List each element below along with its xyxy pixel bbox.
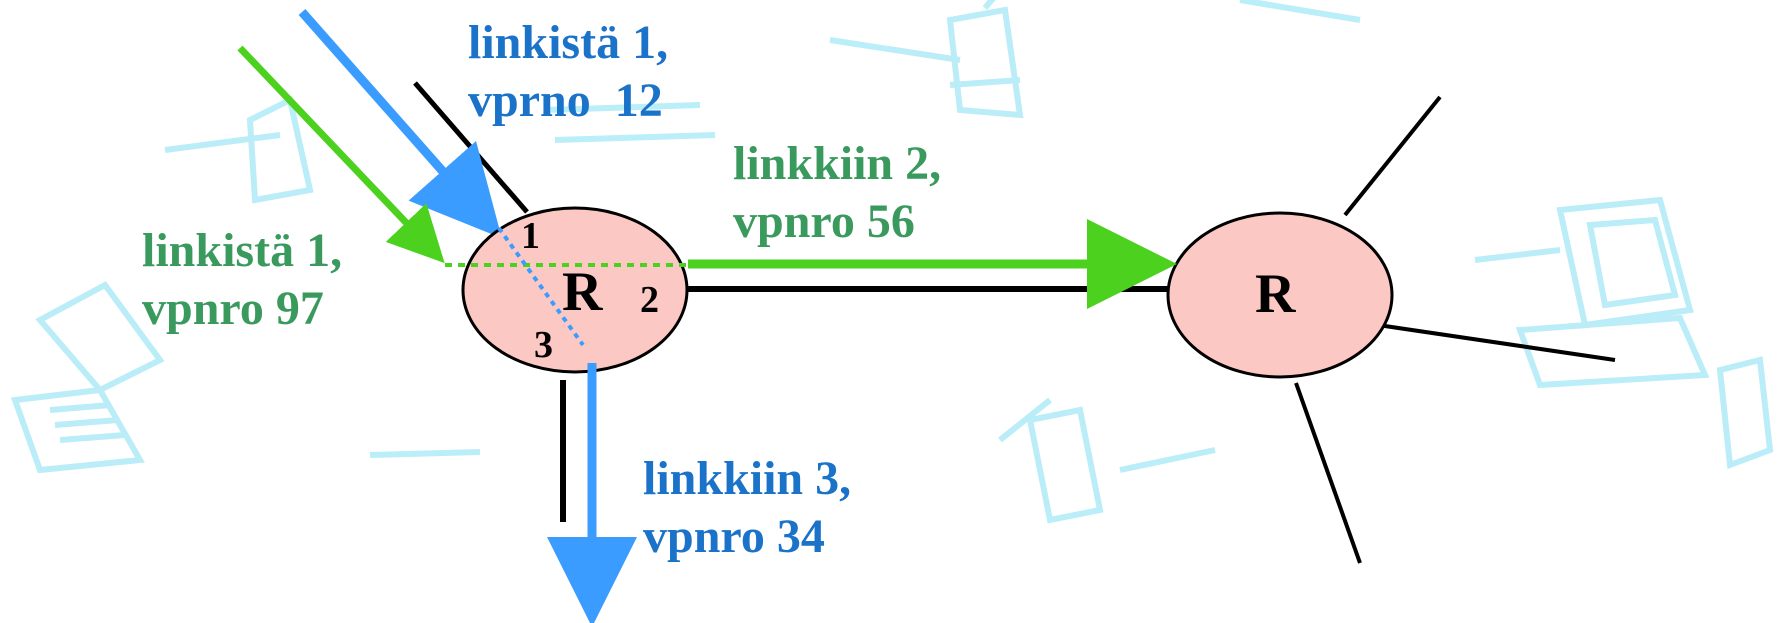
right-link-top — [1343, 95, 1442, 217]
incoming-green-vc: vpnro 97 — [142, 282, 324, 335]
outgoing-green-link: linkkiin 2, — [733, 137, 942, 190]
router-right-letter: R — [1255, 263, 1296, 325]
incoming-blue-label: linkistä 1, vprno 12 — [468, 14, 668, 130]
outgoing-blue-link: linkkiin 3, — [643, 452, 852, 505]
wizard-icon — [164, 95, 314, 204]
green-in-arrow — [237, 45, 445, 264]
port-2-label: 2 — [640, 279, 659, 321]
port-1-label: 1 — [521, 215, 540, 257]
computer-icon — [1474, 196, 1774, 470]
right-link-side — [1377, 323, 1616, 362]
laptop-icon — [10, 281, 165, 474]
router-left-node — [461, 206, 689, 374]
incoming-green-label: linkistä 1, vpnro 97 — [142, 222, 342, 338]
right-link-bottom — [1294, 382, 1362, 564]
router-left-letter: R — [562, 261, 603, 323]
wizard-icon — [998, 397, 1216, 524]
incoming-green-link: linkistä 1, — [142, 224, 343, 277]
outgoing-green-vc: vpnro 56 — [733, 195, 915, 248]
incoming-blue-vc: vprno 12 — [468, 74, 663, 127]
blue-in-arrow — [298, 9, 502, 239]
outgoing-blue-vc: vpnro 34 — [643, 510, 825, 563]
incoming-blue-link: linkistä 1, — [468, 16, 669, 69]
outgoing-green-label: linkkiin 2, vpnro 56 — [733, 135, 941, 251]
port-3-label: 3 — [534, 324, 553, 366]
cursor-icon — [369, 0, 1361, 458]
outgoing-blue-label: linkkiin 3, vpnro 34 — [643, 450, 851, 566]
wizard-icon — [829, 0, 1024, 119]
